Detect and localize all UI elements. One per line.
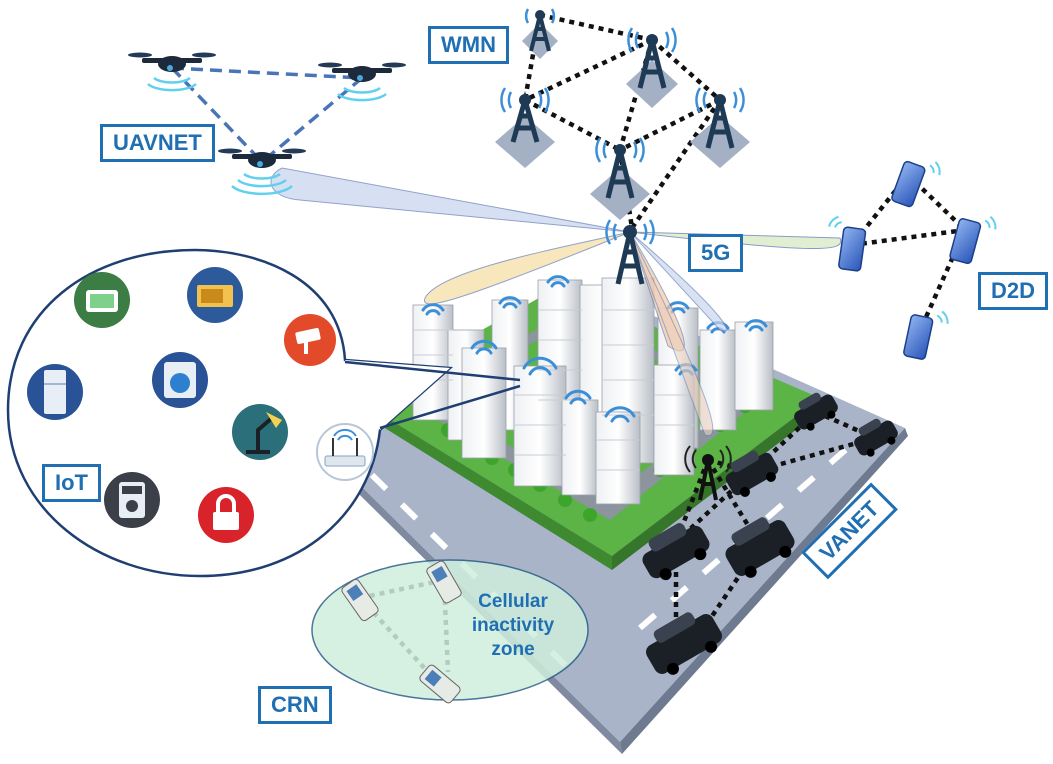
tv-icon — [74, 272, 130, 328]
5g-label: 5G — [688, 234, 744, 272]
smart-lamp-icon — [232, 404, 288, 460]
crn-zone-line-2: inactivity — [471, 615, 555, 636]
crn-phone-1 — [341, 578, 379, 622]
washing-machine-icon — [152, 352, 208, 408]
crn-phone-2 — [426, 560, 462, 604]
media-player-icon — [104, 472, 160, 528]
crn-zone-line-3: zone — [491, 639, 535, 660]
d2d-label: D2D — [978, 272, 1049, 310]
crn-phone-3 — [419, 664, 461, 704]
iot-devices — [27, 267, 374, 543]
crn-zone — [311, 559, 589, 704]
wmn-towers — [495, 8, 750, 220]
vanet-cars — [642, 392, 898, 675]
crn-zone-line-1: Cellular — [478, 591, 548, 612]
5g-tower — [605, 219, 655, 285]
vanet-rsu-tower — [684, 445, 732, 501]
router-icon — [316, 423, 374, 481]
lock-icon — [198, 487, 254, 543]
wmn-label: WMN — [428, 26, 509, 64]
iot-label: IoT — [42, 464, 101, 502]
crn-label: CRN — [258, 686, 332, 724]
fridge-icon — [27, 364, 83, 420]
uav-drones — [128, 52, 406, 196]
d2d-phones — [828, 160, 997, 360]
security-camera-icon — [284, 314, 336, 366]
crn-zone-caption: Cellular inactivity zone — [448, 590, 578, 662]
uav-links — [170, 66, 364, 164]
microwave-icon — [187, 267, 243, 323]
uavnet-label: UAVNET — [100, 124, 215, 162]
5g-beams — [270, 167, 842, 437]
